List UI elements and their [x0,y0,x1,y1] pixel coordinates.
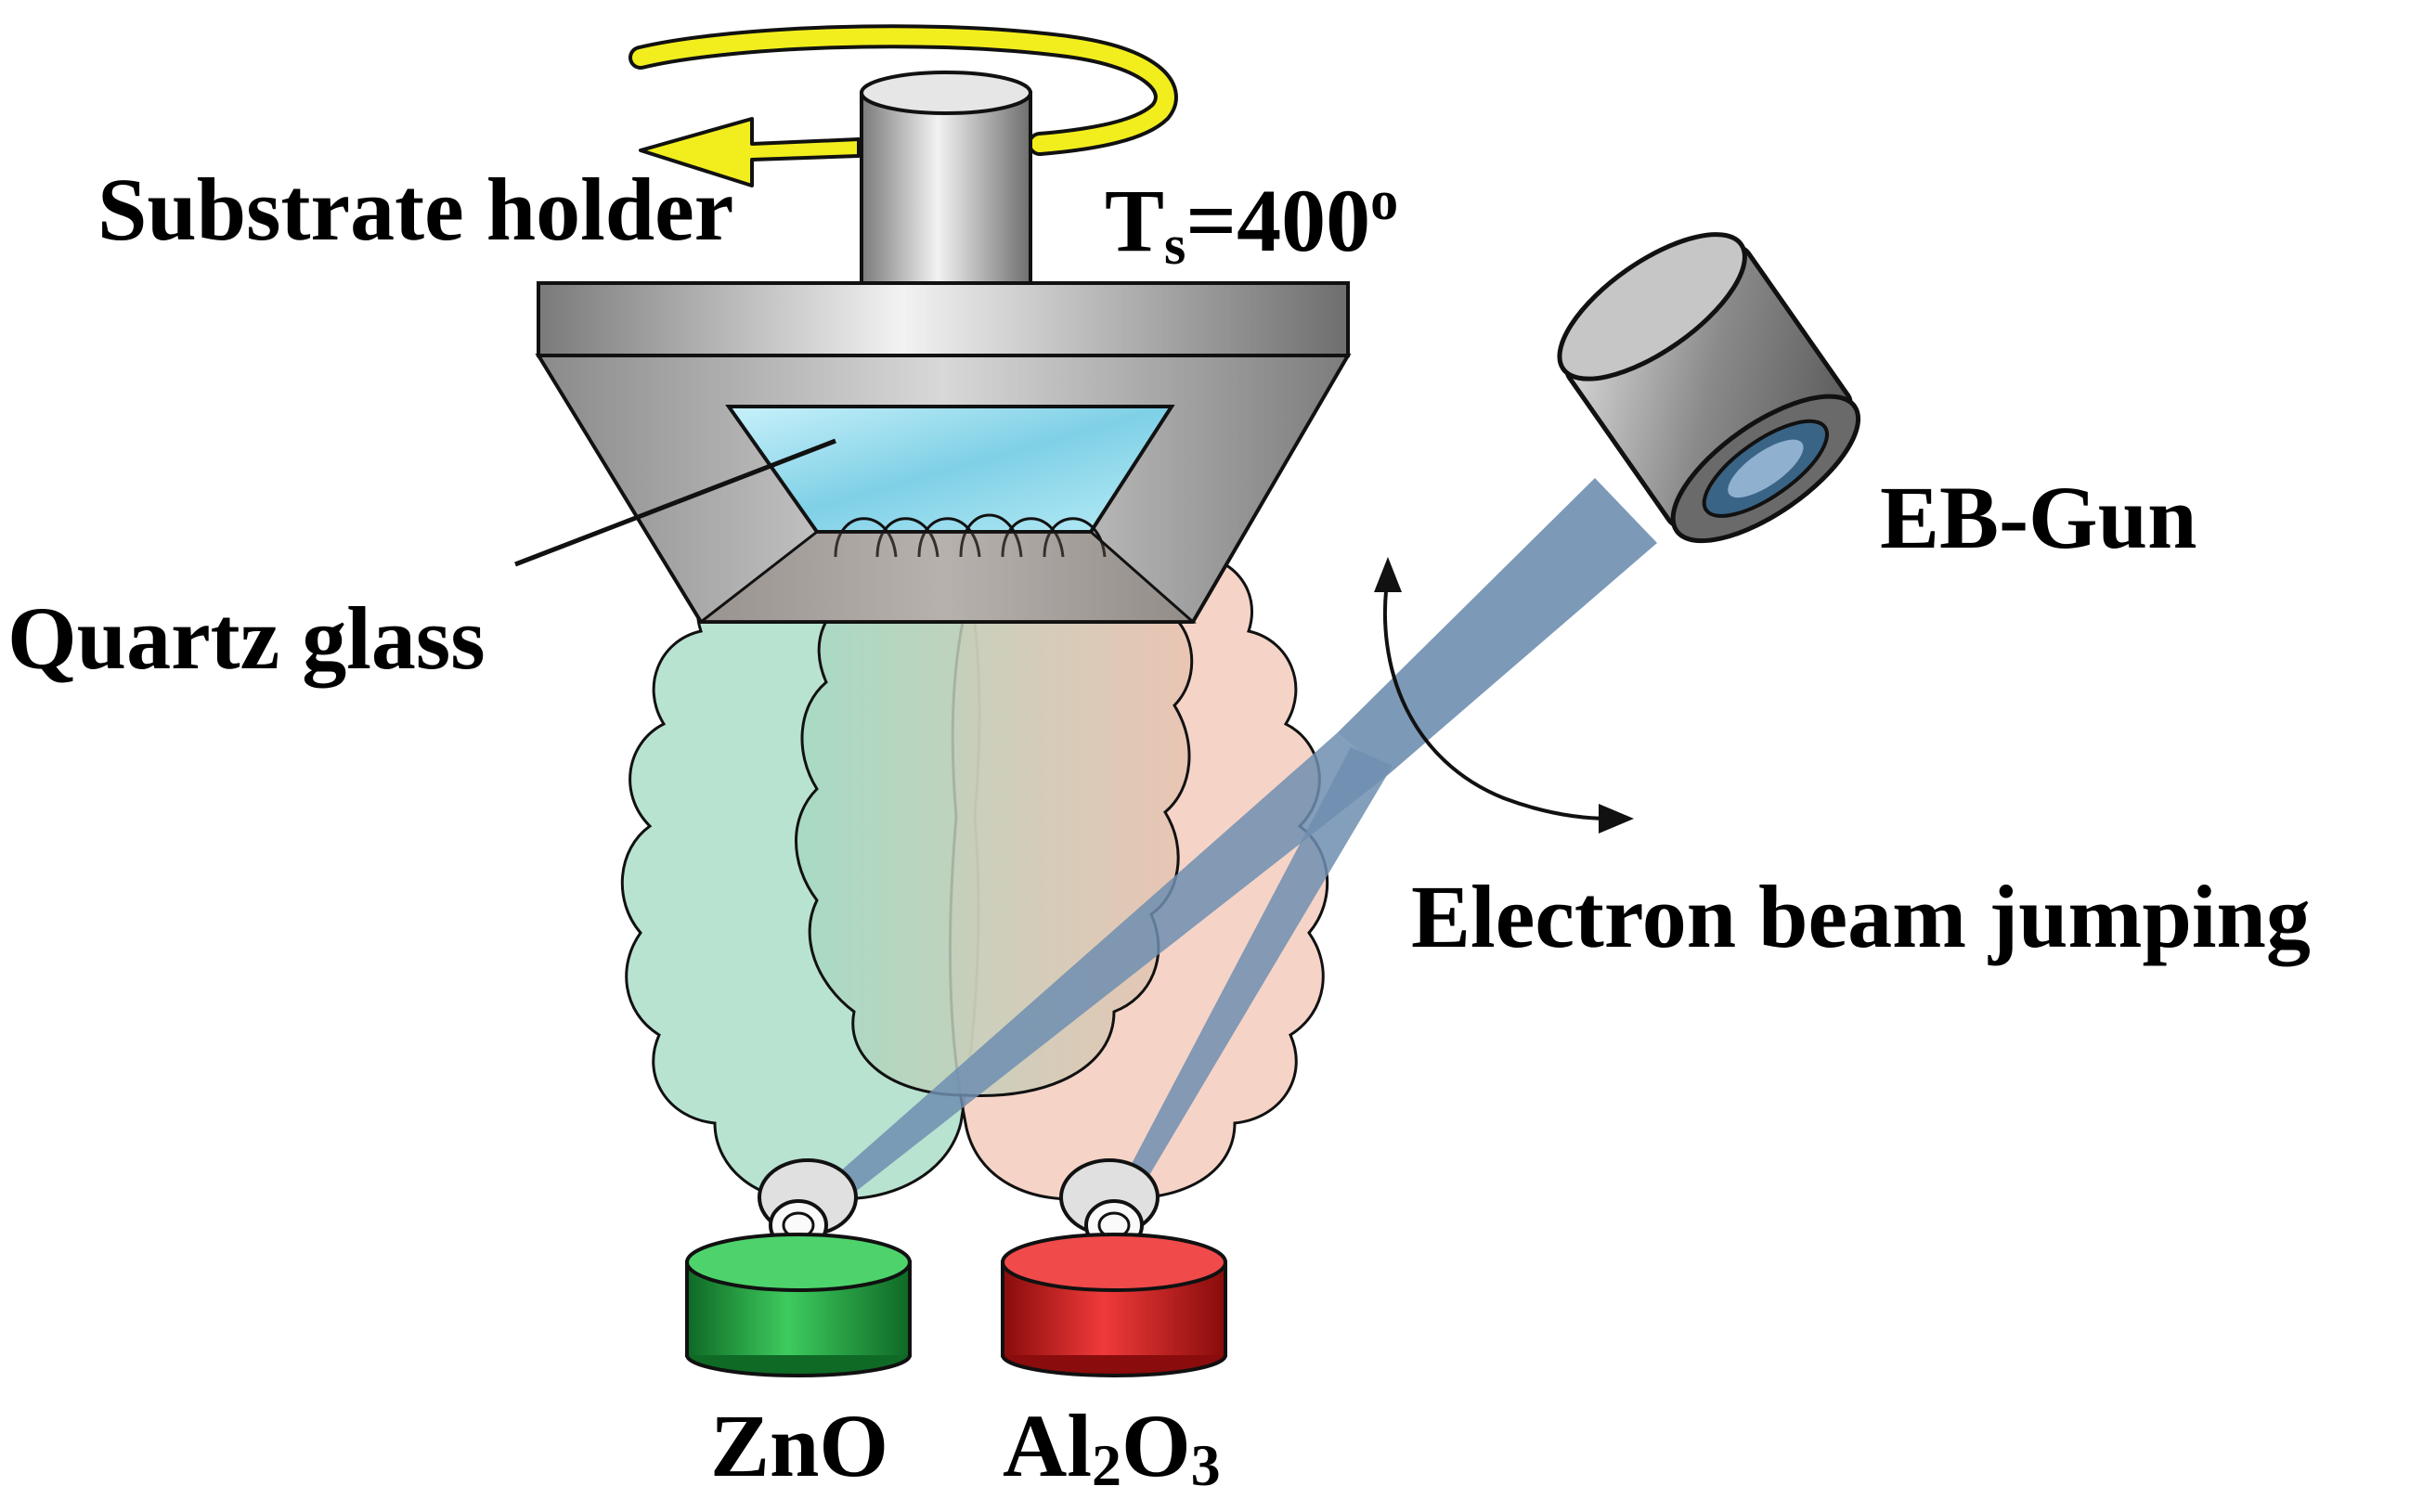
glass-deposition-region [696,530,1197,624]
eb-gun [1557,232,1861,544]
rotation-arrow-icon [639,117,861,187]
al2o3-label: Al2O3 [1003,1396,1221,1498]
temperature-subscript: s [1164,214,1186,276]
temperature-label: Ts=400o [1105,170,1398,276]
substrate-holder [535,24,1352,624]
electron-beam-to-zno [800,733,1388,1223]
al2o3-sub3: 3 [1191,1432,1221,1498]
quartz-glass-pointer [514,438,836,567]
rotation-arrow-back-fill [632,28,1174,152]
holder-plate [537,281,1350,357]
zno-crucible [685,1233,912,1377]
temperature-superscript: o [1370,170,1398,231]
zno-label: ZnO [710,1396,888,1495]
electron-beam-jumping-label: Electron beam jumping [1411,867,2311,966]
vapor-bumps [834,513,1107,558]
double-headed-curved-arrow-icon [1383,575,1612,821]
substrate-holder-label: Substrate holder [97,160,733,259]
eb-gun-aperture-inner [1728,439,1804,498]
eb-gun-back [1557,232,1747,381]
al2o3-al: Al [1003,1396,1092,1495]
electron-beam-to-al2o3 [1107,747,1393,1216]
al2o3-o: O [1121,1396,1191,1495]
quartz-glass-label: Quartz glass [7,588,486,688]
holder-shaft-top [860,71,1032,115]
holder-shaft [860,91,1032,285]
eb-gun-label: EB-Gun [1880,468,2196,567]
al2o3-crucible [1001,1233,1227,1377]
electron-beams [800,478,1657,1223]
electron-beam-main [1337,478,1657,775]
al2o3-sub2: 2 [1092,1432,1121,1498]
jump-arrow [1374,557,1634,834]
temperature-value: =400 [1186,171,1370,270]
temperature-symbol: T [1105,171,1164,270]
